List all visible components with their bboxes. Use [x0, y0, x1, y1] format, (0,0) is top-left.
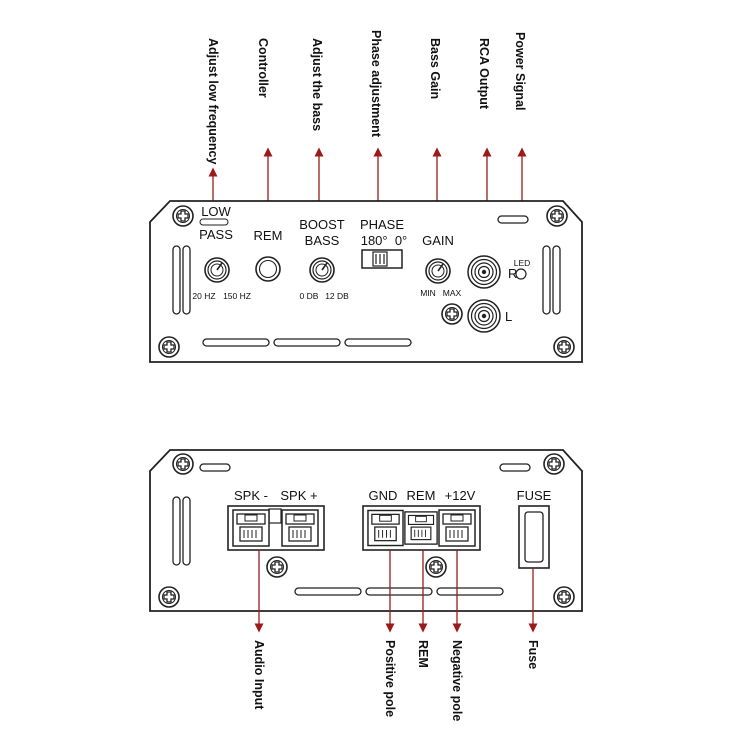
rca-left-jack[interactable]	[467, 299, 501, 333]
screw-icon	[441, 303, 463, 325]
callout-adjust-low-frequency: Adjust low frequency	[206, 38, 220, 164]
bottom-callouts: Audio Input Positive pole REM Negative p…	[252, 640, 540, 721]
screw-icon	[543, 453, 565, 475]
low-pass-label-line2: PASS	[199, 227, 233, 242]
gain-min-label: MIN	[420, 288, 436, 298]
callout-adjust-the-bass: Adjust the bass	[310, 38, 324, 131]
low-pass-max-label: 150 HZ	[223, 291, 251, 301]
screw-icon	[546, 205, 568, 227]
low-pass-indicator	[199, 218, 229, 226]
terminal-divider	[268, 508, 282, 524]
screw-icon	[172, 205, 194, 227]
vent-slot	[202, 338, 270, 347]
screw-icon	[158, 336, 180, 358]
screw-icon	[158, 586, 180, 608]
boost-bass-label-line1: BOOST	[299, 217, 345, 232]
rem-label: REM	[254, 228, 283, 243]
boost-bass-label-line2: BASS	[305, 233, 340, 248]
callout-power-signal: Power Signal	[513, 32, 527, 111]
rca-right-label: R	[508, 266, 517, 281]
vent-slot	[182, 496, 191, 566]
fuse-label: FUSE	[517, 488, 552, 503]
top-callouts: Adjust low frequency Controller Adjust t…	[206, 30, 527, 164]
low-pass-label-line1: LOW	[201, 204, 231, 219]
led-indicator	[515, 268, 527, 280]
spk-minus-label: SPK -	[234, 488, 268, 503]
screw-icon	[553, 586, 575, 608]
rem-port-inner	[258, 259, 278, 279]
gain-knob[interactable]	[425, 258, 451, 284]
screw-icon	[266, 556, 288, 578]
rem-terminal-label: REM	[407, 488, 436, 503]
vent-slot	[499, 463, 531, 472]
callout-audio-input: Audio Input	[252, 640, 266, 710]
spk-minus-terminal	[232, 509, 270, 547]
callout-controller: Controller	[256, 38, 270, 98]
vent-slot	[199, 463, 231, 472]
vent-slot	[542, 245, 551, 315]
callout-fuse: Fuse	[526, 640, 540, 669]
boost-bass-max-label: 12 DB	[325, 291, 349, 301]
vent-slot	[172, 245, 181, 315]
callout-rem: REM	[416, 640, 430, 668]
led-label: LED	[514, 258, 531, 268]
vent-slot	[436, 587, 504, 596]
rem-terminal	[404, 511, 438, 545]
vent-slot	[172, 496, 181, 566]
bottom-arrows	[254, 550, 538, 633]
vent-slot	[294, 587, 362, 596]
low-pass-min-label: 20 HZ	[192, 291, 215, 301]
plus12v-terminal	[438, 509, 476, 547]
fuse-body	[524, 511, 544, 563]
callout-phase-adjustment: Phase adjustment	[369, 30, 383, 138]
rear-panel: SPK - SPK + GND REM +12V FUSE	[149, 449, 583, 612]
callout-positive-pole: Positive pole	[383, 640, 397, 717]
callout-rca-output: RCA Output	[477, 38, 491, 110]
front-panel: LOW PASS 20 HZ 150 HZ REM BOOST BASS 0 D…	[149, 200, 583, 363]
phase-label: PHASE	[360, 217, 404, 232]
screw-icon	[425, 556, 447, 578]
screw-icon	[553, 336, 575, 358]
vent-slot	[497, 215, 529, 224]
callout-bass-gain: Bass Gain	[428, 38, 442, 99]
callout-negative-pole: Negative pole	[450, 640, 464, 721]
boost-bass-min-label: 0 DB	[300, 291, 319, 301]
gnd-label: GND	[369, 488, 398, 503]
boost-bass-knob[interactable]	[309, 257, 335, 283]
vent-slot	[273, 338, 341, 347]
vent-slot	[552, 245, 561, 315]
phase-values-label: 180° 0°	[361, 233, 408, 248]
gain-label: GAIN	[422, 233, 454, 248]
rca-right-jack[interactable]	[467, 255, 501, 289]
rca-left-label: L	[505, 309, 512, 324]
spk-plus-label: SPK +	[280, 488, 317, 503]
vent-slot	[344, 338, 412, 347]
vent-slot	[365, 587, 433, 596]
gnd-terminal	[367, 509, 404, 547]
plus12v-label: +12V	[445, 488, 476, 503]
low-pass-knob[interactable]	[204, 257, 230, 283]
vent-slot	[182, 245, 191, 315]
spk-plus-terminal	[281, 509, 319, 547]
gain-max-label: MAX	[443, 288, 462, 298]
screw-icon	[172, 453, 194, 475]
